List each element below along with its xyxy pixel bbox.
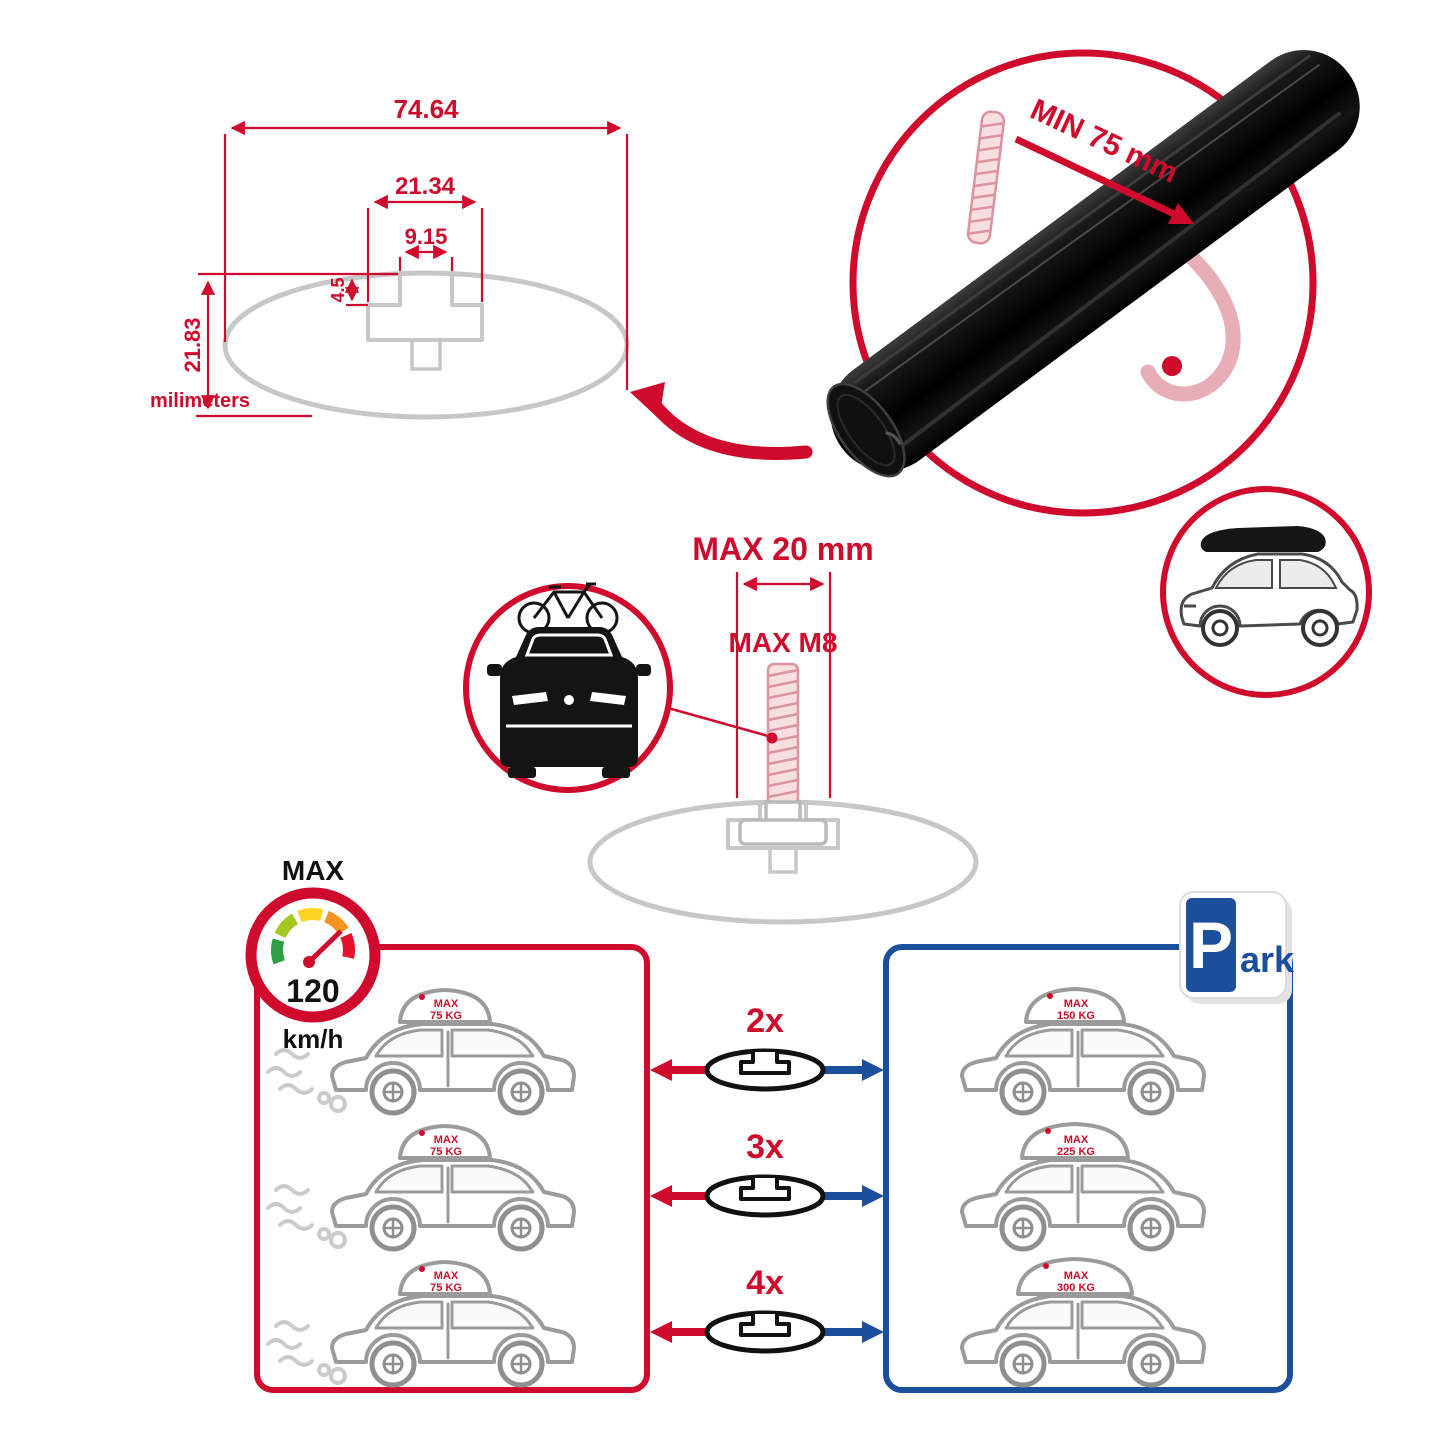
driving-car-1: MAX 75 KG	[266, 988, 574, 1113]
driving-car-3: MAX 75 KG	[266, 1260, 574, 1385]
bar-count-row-1: 2x	[650, 1002, 884, 1089]
bar-count-label: 3x	[746, 1128, 784, 1166]
min-clearance-arrowhead	[1168, 203, 1194, 224]
bolt-point-dot	[766, 732, 778, 744]
fastening-point-dot	[1162, 356, 1182, 376]
parking-suffix: ark	[1240, 939, 1295, 980]
bolt-thread-label: MAX M8	[729, 627, 838, 658]
roof-bag: MAX 75 KG	[398, 1124, 492, 1160]
crossbar-profile-icon	[222, 270, 630, 420]
bag-max-label: MAX	[1064, 998, 1089, 1010]
speed-value: 120	[286, 973, 339, 1009]
car-front-icon	[487, 627, 651, 778]
gauge-needle	[307, 929, 343, 964]
bag-load-label: 150 KG	[1057, 1010, 1095, 1022]
roof-bag: MAX 150 KG	[1024, 987, 1126, 1024]
bar-count-label: 4x	[746, 1264, 784, 1302]
t-bolt-icon	[738, 662, 828, 846]
roof-bag: MAX 300 KG	[1016, 1257, 1134, 1296]
gauge-pivot	[303, 956, 315, 968]
bag-max-label: MAX	[434, 998, 459, 1010]
bar-count-row-3: 4x	[650, 1264, 884, 1351]
bag-load-label: 300 KG	[1057, 1282, 1095, 1294]
unit-label: milimeters	[150, 390, 250, 412]
gauge-arcs	[271, 908, 355, 965]
bag-max-label: MAX	[434, 1270, 459, 1282]
bolt-max-length-label: MAX 20 mm	[692, 531, 873, 567]
suv-with-roofbox-icon	[1179, 526, 1359, 647]
driving-car-2: MAX 75 KG	[266, 1124, 574, 1249]
bag-max-label: MAX	[1064, 1270, 1089, 1282]
dim-slot-opening-width: 9.15	[405, 224, 448, 249]
bolt-section: MAX 20 mm MAX M8	[463, 531, 979, 925]
bag-load-label: 225 KG	[1057, 1146, 1095, 1158]
parked-car-2: MAX 225 KG	[962, 1122, 1204, 1249]
speedometer: MAX 120 km/h	[245, 855, 381, 1054]
parking-letter: P	[1189, 908, 1233, 982]
dim-total-width: 74.64	[393, 94, 459, 124]
curved-arrow-icon	[630, 382, 813, 460]
bag-max-label: MAX	[1064, 1134, 1089, 1146]
bag-load-label: 75 KG	[430, 1146, 462, 1158]
speed-unit: km/h	[283, 1024, 344, 1054]
roof-bag: MAX 225 KG	[1020, 1122, 1130, 1160]
crossbar-profile-icon	[707, 1051, 823, 1089]
dim-total-height: 21.83	[180, 317, 205, 372]
leader-line	[667, 706, 769, 738]
bag-load-label: 75 KG	[430, 1282, 462, 1294]
dim-slot-depth: 4.5	[328, 277, 348, 302]
bag-max-label: MAX	[434, 1134, 459, 1146]
dimension-lines	[196, 120, 629, 418]
crossbar-profile-icon	[707, 1313, 823, 1351]
speed-max-label: MAX	[282, 855, 345, 886]
bar-count-label: 2x	[746, 1002, 784, 1040]
crossbar-detail-circle: MIN 75 mm	[826, 49, 1360, 517]
bag-load-label: 75 KG	[430, 1010, 462, 1022]
parked-car-3: MAX 300 KG	[962, 1257, 1204, 1385]
suv-roofbox-circle	[1160, 486, 1372, 698]
roof-bag: MAX 75 KG	[398, 1260, 492, 1296]
parked-car-1: MAX 150 KG	[962, 987, 1204, 1113]
dim-slot-outer-width: 21.34	[395, 173, 456, 200]
crossbar-3d-icon	[826, 50, 1360, 478]
u-bolt-rod-icon	[966, 110, 1006, 245]
crossbar-profile-icon	[707, 1177, 823, 1215]
bolt-dimension-lines	[735, 572, 832, 798]
min-clearance-arrow	[1014, 135, 1176, 218]
bar-count-row-2: 3x	[650, 1128, 884, 1215]
parking-sign-icon: P ark	[1179, 891, 1295, 1004]
profile-dimension-drawing: 74.64 21.34 9.15 4.5 21.83 milimeters	[150, 94, 813, 460]
roof-bag: MAX 75 KG	[398, 988, 492, 1024]
